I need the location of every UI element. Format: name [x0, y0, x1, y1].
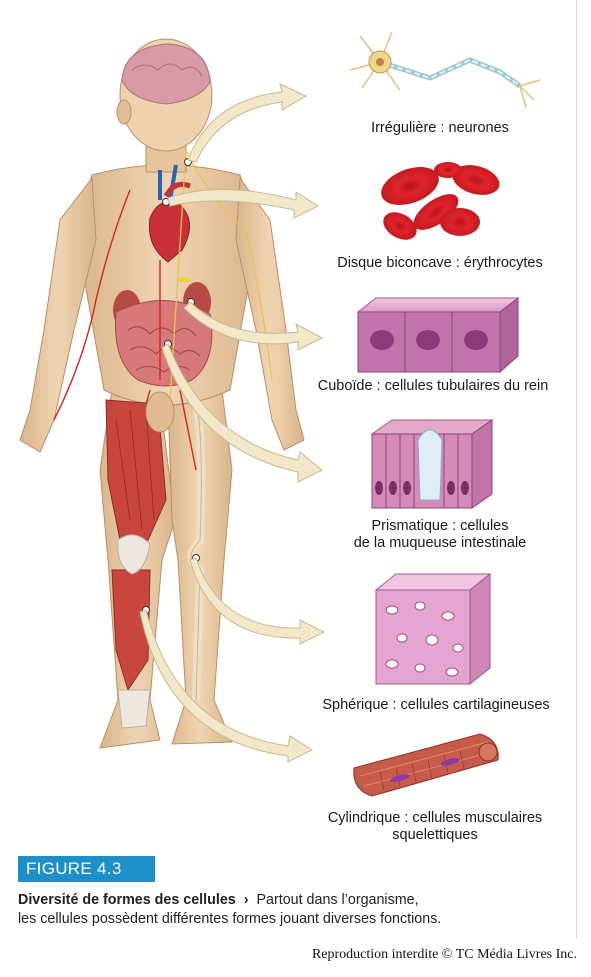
caption-text-line1: Partout dans l’organisme,: [256, 892, 419, 908]
human-body: [19, 38, 305, 749]
cuboidal-cells-illustration: [356, 296, 520, 374]
cartilage-label: Sphérique : cellules cartilagineuses: [296, 697, 576, 714]
cuboidal-label: Cuboïde : cellules tubulaires du rein: [290, 378, 576, 395]
erythrocyte-label: Disque biconcave : érythrocytes: [300, 255, 580, 272]
anatomy-figure: [19, 31, 541, 797]
pointer-arrows: [139, 83, 326, 763]
cuboidal-label-text: Cuboïde : cellules tubulaires du rein: [317, 378, 549, 394]
erythrocytes-illustration: [381, 162, 500, 240]
caption-text-line2: les cellules possèdent différentes forme…: [18, 911, 442, 927]
columnar-label: Prismatique : cellules de la muqueuse in…: [310, 518, 570, 552]
right-margin-rule: [576, 0, 577, 938]
muscle-label-line2: squelettiques: [392, 827, 478, 843]
caption-arrow-icon: ›: [243, 892, 249, 908]
columnar-label-line1: Prismatique : cellules: [371, 518, 509, 534]
figure-caption: Diversité de formes des cellules › Parto…: [18, 891, 578, 929]
muscle-label-line1: Cylindrique : cellules musculaires: [327, 810, 543, 826]
erythrocyte-label-text: Disque biconcave : érythrocytes: [337, 255, 543, 271]
cartilage-label-text: Sphérique : cellules cartilagineuses: [322, 697, 550, 713]
columnar-label-line2: de la muqueuse intestinale: [353, 535, 527, 551]
neuron-illustration: [349, 31, 541, 109]
columnar-cells-illustration: [370, 419, 494, 509]
caption-title: Diversité de formes des cellules: [18, 892, 236, 908]
muscle-fiber-illustration: [353, 733, 499, 797]
copyright-notice: Reproduction interdite © TC Média Livres…: [311, 947, 577, 962]
figure-badge: FIGURE 4.3: [18, 856, 155, 882]
muscle-label: Cylindrique : cellules musculaires squel…: [300, 810, 570, 844]
cartilage-illustration: [374, 572, 492, 686]
neuron-label-text: Irrégulière : neurones: [371, 120, 509, 136]
neuron-label: Irrégulière : neurones: [320, 120, 560, 137]
